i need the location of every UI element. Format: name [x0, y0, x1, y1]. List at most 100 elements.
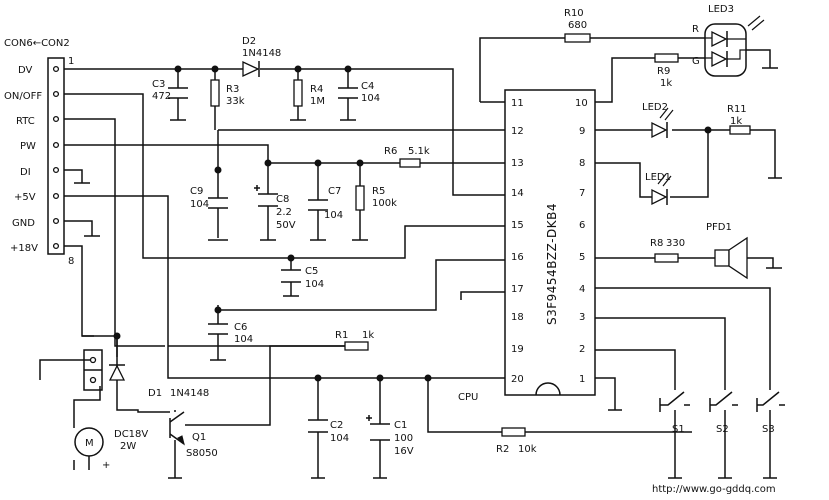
component-labels: C3 472 D2 1N4148 R3 33k R4 1M C4 104 R10… — [114, 4, 775, 459]
resistor-symbols — [210, 33, 751, 437]
led3-r: R — [692, 24, 699, 35]
d1-symbol — [108, 364, 126, 381]
junction-dots — [113, 65, 712, 382]
c5-symbol — [281, 269, 301, 283]
c6-symbol — [208, 323, 228, 335]
relay-symbol — [83, 349, 103, 391]
r1-symbol — [344, 341, 369, 351]
cpu-pin-19: 19 — [511, 344, 524, 355]
connector-title: CON6←CON2 — [4, 38, 70, 49]
r11-symbol — [729, 125, 751, 135]
led1-symbol — [651, 173, 672, 206]
cpu-right-pins: 10 9 8 7 6 5 4 3 2 1 — [575, 98, 588, 385]
r3-ref: R3 — [226, 84, 239, 95]
c8-ref: C8 — [276, 194, 289, 205]
c7-symbol — [308, 199, 328, 211]
r8-ref: R8 — [650, 238, 663, 249]
watermark: http://www.go-gddq.com — [652, 484, 776, 495]
r5-value: 100k — [372, 198, 397, 209]
svg-text:+: + — [102, 460, 110, 471]
c5-value: 104 — [305, 279, 324, 290]
connector-pin-gnd: GND — [12, 218, 35, 229]
led2-ref: LED2 — [642, 102, 668, 113]
r5-symbol — [355, 185, 365, 211]
pfd1-ref: PFD1 — [706, 222, 732, 233]
r11-ref: R11 — [727, 104, 747, 115]
c5-ref: C5 — [305, 266, 318, 277]
led3-symbol — [704, 15, 765, 77]
led3-g: G — [692, 56, 700, 67]
c8-voltage: 50V — [276, 220, 296, 231]
connector-body — [47, 57, 65, 255]
motor-ref: M — [85, 438, 94, 449]
r3-symbol — [210, 79, 220, 107]
connector-pin-di: DI — [20, 167, 31, 178]
r8-symbol — [654, 253, 679, 263]
c2-value: 104 — [330, 433, 349, 444]
q1-value: S8050 — [186, 448, 218, 459]
cpu-pin-6: 6 — [579, 220, 585, 231]
motor-value: DC18V — [114, 429, 148, 440]
d1-value: 1N4148 — [170, 388, 209, 399]
c4-symbol — [338, 87, 358, 99]
r2-ref: R2 — [496, 444, 509, 455]
capacitor-symbols — [168, 87, 390, 441]
cpu-pin-7: 7 — [579, 188, 585, 199]
s1-ref: S1 — [672, 424, 685, 435]
cpu-pin-5: 5 — [579, 252, 585, 263]
c1-value: 100 — [394, 433, 413, 444]
cpu-pin-9: 9 — [579, 126, 585, 137]
cpu-pin-16: 16 — [511, 252, 524, 263]
motor-power: 2W — [120, 441, 136, 452]
r5-ref: R5 — [372, 186, 385, 197]
s3-ref: S3 — [762, 424, 775, 435]
cpu-pin-17: 17 — [511, 284, 524, 295]
s3-switch-symbol — [757, 391, 785, 406]
c9-value: 104 — [190, 199, 209, 210]
motor-symbol: M + — [73, 425, 110, 471]
c7-ref: C7 — [328, 186, 341, 197]
s2-ref: S2 — [716, 424, 729, 435]
cpu-pin-1: 1 — [579, 374, 585, 385]
connector-pin-18v: +18V — [10, 243, 38, 254]
c3-ref: C3 — [152, 79, 165, 90]
c3-value: 472 — [152, 91, 171, 102]
d2-symbol — [242, 60, 260, 78]
cpu-pin-3: 3 — [579, 312, 585, 323]
r4-ref: R4 — [310, 84, 323, 95]
r10-value: 680 — [568, 20, 587, 31]
cpu-pin-2: 2 — [579, 344, 585, 355]
led3-ref: LED3 — [708, 4, 734, 15]
connector-pin-onoff: ON/OFF — [4, 91, 42, 102]
c9-ref: C9 — [190, 186, 203, 197]
c4-value: 104 — [361, 93, 380, 104]
led1-ref: LED1 — [645, 172, 671, 183]
r2-symbol — [501, 427, 526, 437]
s2-switch-symbol — [710, 391, 738, 406]
r10-symbol — [564, 33, 591, 43]
cpu-pin-18: 18 — [511, 312, 524, 323]
connector-pin-first: 1 — [68, 56, 74, 67]
pfd1-speaker-symbol — [714, 236, 748, 280]
r8-value: 330 — [666, 238, 685, 249]
led2-symbol — [651, 107, 674, 139]
c2-symbol — [308, 419, 328, 433]
c6-ref: C6 — [234, 322, 247, 333]
q1-transistor-symbol — [169, 411, 185, 446]
c9-symbol — [208, 197, 228, 209]
r6-ref: R6 — [384, 146, 397, 157]
cpu-pin-11: 11 — [511, 98, 524, 109]
cpu-left-pins: 11 12 13 14 15 16 17 18 19 20 — [511, 98, 524, 385]
s1-switch-symbol — [660, 391, 690, 406]
connector-pin-pw: PW — [20, 141, 36, 152]
c1-ref: C1 — [394, 420, 407, 431]
r6-symbol — [399, 158, 421, 168]
d2-ref: D2 — [242, 36, 256, 47]
d2-value: 1N4148 — [242, 48, 281, 59]
cpu-pin-10: 10 — [575, 98, 588, 109]
c7-value: 104 — [324, 210, 343, 221]
d1-ref: D1 — [148, 388, 162, 399]
ground-symbols — [74, 67, 782, 479]
r9-value: 1k — [660, 78, 672, 89]
